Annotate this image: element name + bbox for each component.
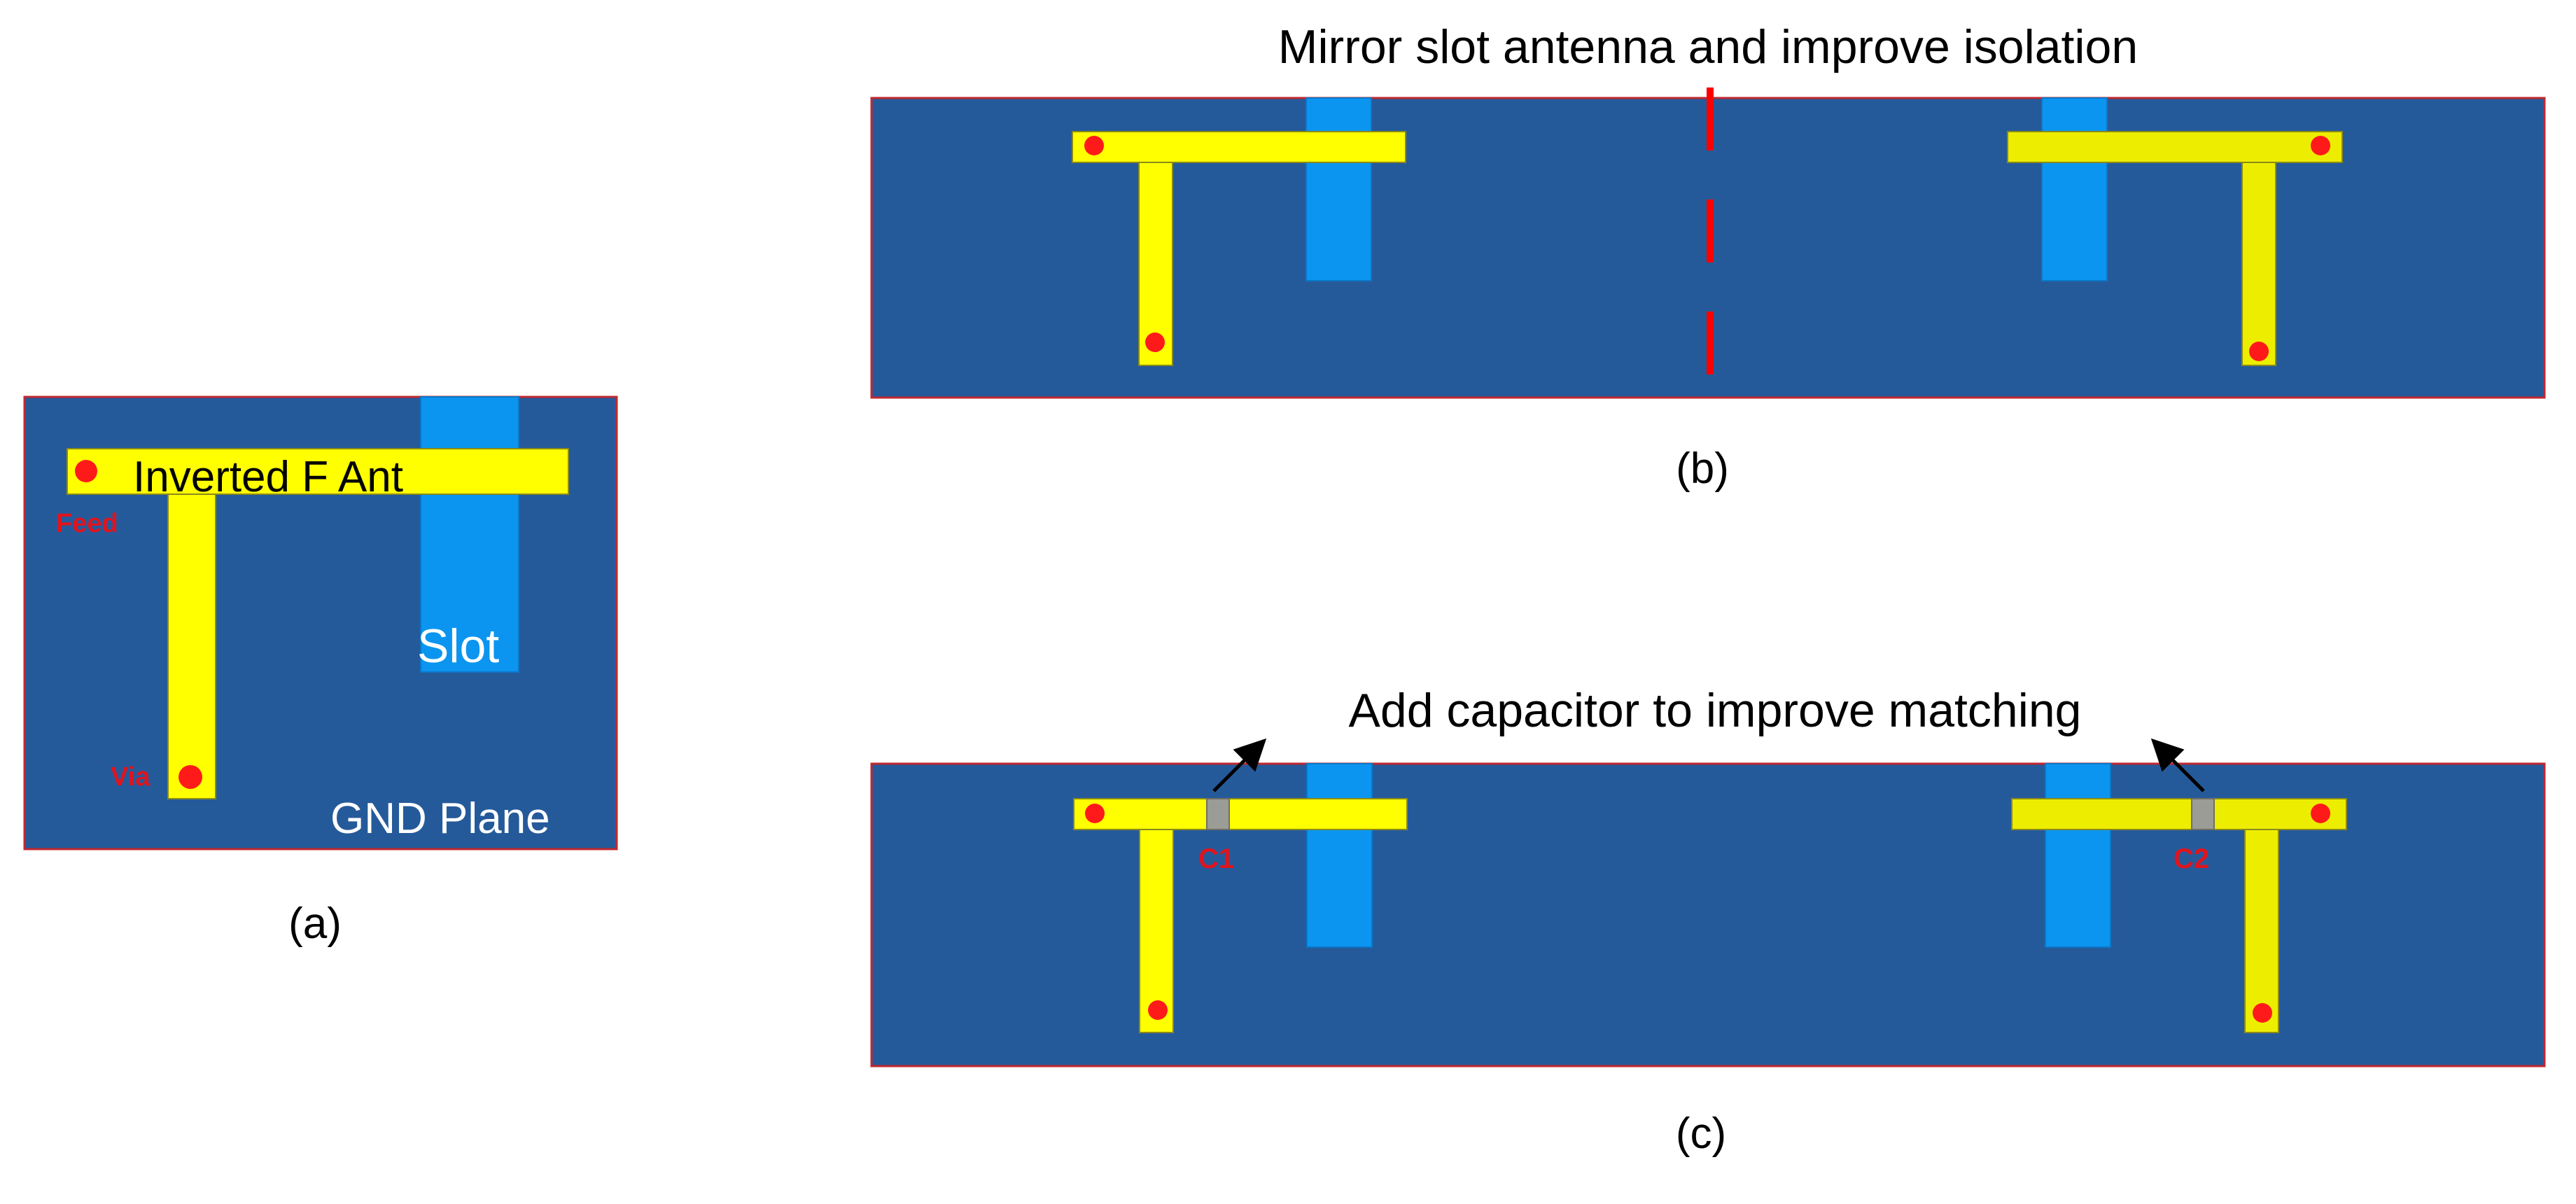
panel-c-right-antenna-arm bbox=[2011, 798, 2347, 830]
panel-b-left-antenna-leg bbox=[1138, 162, 1173, 366]
panel-c-arrow-to-c1 bbox=[1212, 738, 1267, 792]
panel-a-via-point bbox=[178, 765, 202, 789]
panel-c-capacitor-c2 bbox=[2191, 798, 2215, 830]
panel-c: Add capacitor to improve matching C1 C2 … bbox=[870, 684, 2546, 1158]
panel-b-left-feed-point bbox=[1084, 136, 1104, 155]
panel-c-c1-label: C1 bbox=[1198, 844, 1234, 874]
panel-b-left-antenna-arm bbox=[1072, 131, 1406, 163]
panel-a-antenna-arm bbox=[66, 448, 569, 495]
panel-a-slot bbox=[420, 396, 519, 673]
panel-c-right-slot bbox=[2045, 763, 2111, 948]
panel-b-right-antenna-arm bbox=[2007, 131, 2343, 163]
panel-c-left-via-point bbox=[1148, 1000, 1168, 1020]
panel-a-caption: (a) bbox=[288, 899, 342, 948]
panel-b-right-antenna-leg bbox=[2241, 162, 2276, 366]
panel-b-caption: (b) bbox=[1676, 444, 1729, 493]
panel-c-right-via-point bbox=[2253, 1003, 2272, 1023]
panel-b: Mirror slot antenna and improve isolatio… bbox=[870, 20, 2546, 493]
panel-b-left-slot bbox=[1306, 97, 1372, 281]
panel-c-right-antenna-leg bbox=[2244, 829, 2279, 1033]
panel-a-antenna-leg bbox=[167, 493, 216, 799]
panel-a-antenna-label: Inverted F Ant bbox=[133, 453, 403, 501]
panel-a-slot-label: Slot bbox=[417, 620, 499, 673]
panel-c-left-feed-point bbox=[1085, 804, 1105, 823]
panel-b-right-via-point bbox=[2249, 342, 2269, 361]
panel-a-gnd-label: GND Plane bbox=[330, 794, 550, 843]
panel-c-capacitor-c1 bbox=[1206, 798, 1230, 830]
panel-a-via-label: Via bbox=[111, 762, 150, 792]
panel-c-arrow-to-c2 bbox=[2150, 738, 2205, 792]
panel-b-right-slot bbox=[2041, 97, 2108, 281]
panel-c-left-antenna-arm bbox=[1073, 798, 1408, 830]
panel-c-caption: (c) bbox=[1676, 1110, 1726, 1158]
panel-b-left-via-point bbox=[1145, 332, 1165, 352]
panel-c-c2-label: C2 bbox=[2174, 844, 2209, 874]
panel-a-feed-point bbox=[75, 460, 97, 482]
panel-c-left-slot bbox=[1306, 763, 1373, 948]
panel-c-title: Add capacitor to improve matching bbox=[1349, 684, 2082, 737]
panel-c-left-antenna-leg bbox=[1139, 829, 1174, 1033]
panel-b-title: Mirror slot antenna and improve isolatio… bbox=[1278, 20, 2138, 74]
panel-a-feed-label: Feed bbox=[56, 509, 118, 538]
panel-c-right-feed-point bbox=[2311, 804, 2330, 823]
panel-b-right-feed-point bbox=[2311, 136, 2330, 155]
panel-a: Inverted F Ant Feed Via Slot GND Plane (… bbox=[23, 396, 618, 948]
